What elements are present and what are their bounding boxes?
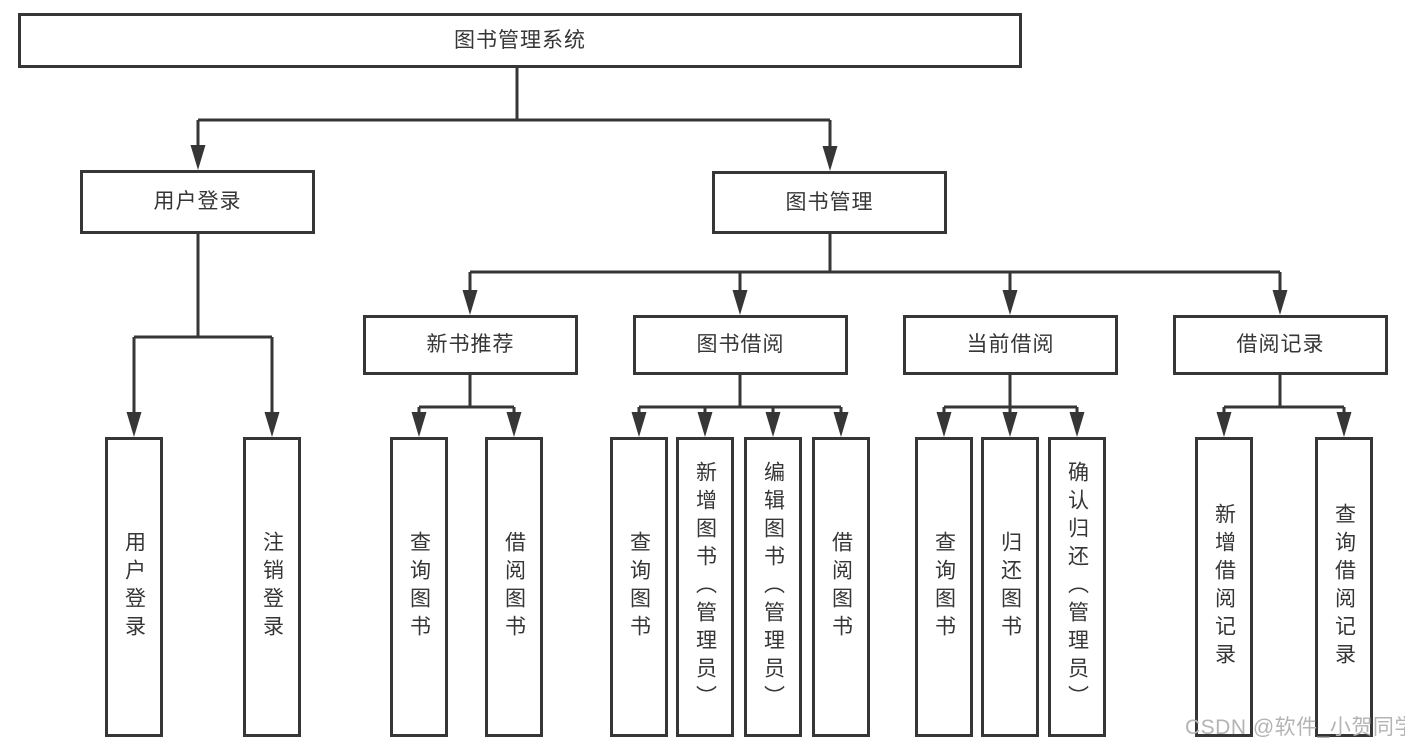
leaf-cb-query-books: 查询图书	[915, 437, 973, 737]
leaf-logout: 注销登录	[243, 437, 301, 737]
node-book-management: 图书管理	[712, 171, 947, 234]
csdn-watermark: CSDN @软件_小贺同学	[1185, 716, 1405, 739]
leaf-bb-borrow-books: 借阅图书	[812, 437, 870, 737]
node-library-management-system: 图书管理系统	[18, 13, 1022, 68]
leaf-bb-edit-books-admin: 编辑图书（管理员）	[744, 437, 802, 737]
connector-current-borrow-to-leaves	[936, 375, 1085, 437]
leaf-rec-borrow-books: 借阅图书	[485, 437, 543, 737]
connector-book-management-to-level2	[462, 234, 1288, 315]
node-user-login: 用户登录	[80, 170, 315, 234]
leaf-bb-query-books: 查询图书	[610, 437, 668, 737]
connector-book-borrow-to-leaves	[631, 375, 849, 437]
leaf-br-query-record: 查询借阅记录	[1315, 437, 1373, 737]
leaf-cb-confirm-return-admin: 确认归还（管理员）	[1048, 437, 1106, 737]
leaf-cb-return-books: 归还图书	[981, 437, 1039, 737]
connector-borrow-records-to-leaves	[1216, 375, 1352, 437]
connector-new-book-rec-to-leaves	[411, 375, 522, 437]
node-book-borrow: 图书借阅	[633, 315, 848, 375]
node-new-book-recommend: 新书推荐	[363, 315, 578, 375]
leaf-br-add-record: 新增借阅记录	[1195, 437, 1253, 737]
leaf-user-login: 用户登录	[105, 437, 163, 737]
connector-user-login-to-leaves	[126, 234, 280, 437]
node-current-borrow: 当前借阅	[903, 315, 1118, 375]
node-borrow-records: 借阅记录	[1173, 315, 1388, 375]
connector-root-to-level1	[190, 68, 838, 171]
leaf-bb-add-books-admin: 新增图书（管理员）	[676, 437, 734, 737]
leaf-rec-query-books: 查询图书	[390, 437, 448, 737]
